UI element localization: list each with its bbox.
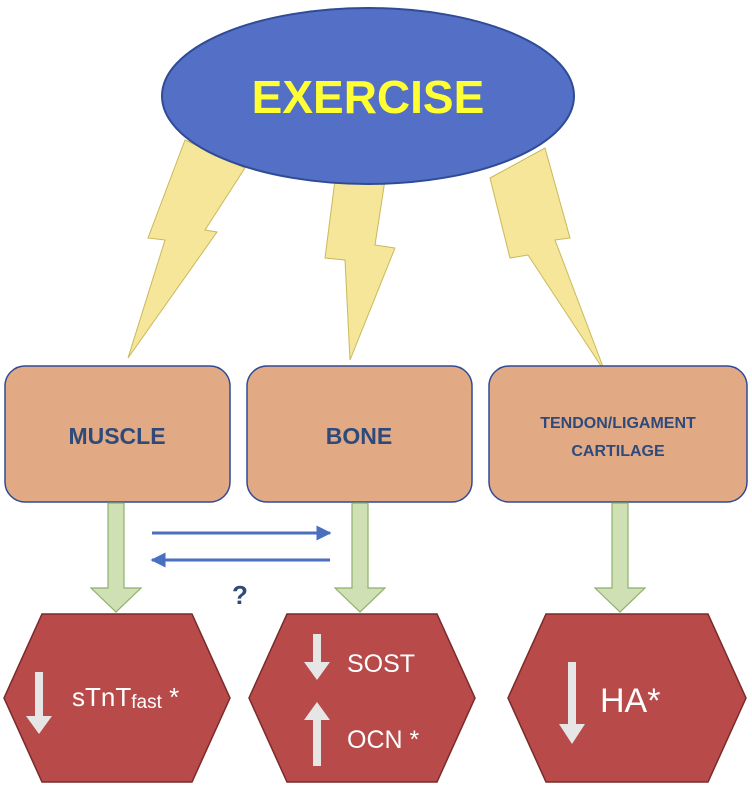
sost-decrease-arrow (304, 634, 330, 680)
stnt-significance: * (162, 682, 179, 712)
muscle-down-arrow (89, 502, 143, 613)
bone-down-arrow (333, 502, 387, 613)
bone-label: BONE (326, 423, 392, 449)
muscle-decrease-arrow (26, 672, 52, 734)
ocn-increase-arrow (304, 702, 330, 766)
muscle-box (4, 365, 231, 503)
ocn-label: OCN * (347, 726, 420, 754)
exercise-label: EXERCISE (252, 71, 485, 123)
ha-label: HA* (600, 682, 660, 720)
tendon-down-arrow (593, 502, 647, 613)
ha-decrease-arrow (559, 662, 585, 744)
tendon-outcome-hexagon (507, 613, 747, 783)
lightning-bolt-muscle (127, 139, 246, 359)
exercise-ellipse (161, 7, 575, 185)
tendon-ligament-cartilage-box (488, 365, 748, 503)
stnt-subscript: fast (131, 692, 162, 713)
muscle-outcome-hexagon (3, 613, 231, 783)
sost-label: SOST (347, 650, 415, 678)
lightning-bolt-bone (324, 179, 396, 361)
bone-outcome-hexagon (248, 613, 476, 783)
bone-box (246, 365, 473, 503)
crosstalk-question-mark: ? (232, 580, 248, 610)
muscle-outcome-text: sTnTfast * (72, 682, 179, 713)
stnt-label: sTnT (72, 682, 131, 712)
tendon-ligament-label: TENDON/LIGAMENT (540, 415, 696, 432)
cartilage-label: CARTILAGE (571, 443, 665, 460)
muscle-label: MUSCLE (68, 423, 165, 449)
lightning-bolt-tendon (489, 147, 606, 373)
